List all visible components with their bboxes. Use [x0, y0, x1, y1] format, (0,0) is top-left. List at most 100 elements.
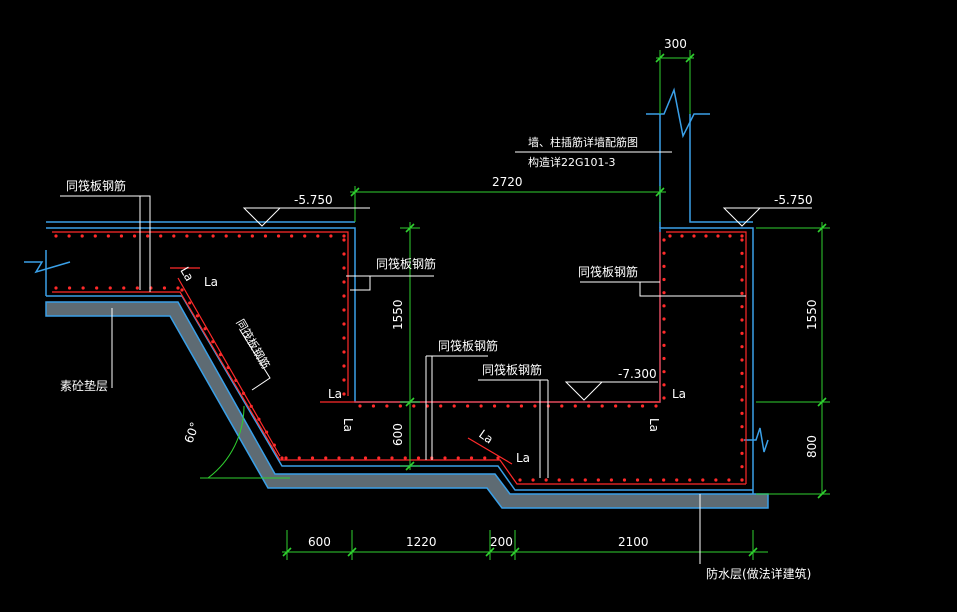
- rebar-dot: [303, 234, 307, 238]
- dimension-ticks: [282, 53, 827, 557]
- rebar-dot: [188, 301, 192, 305]
- dim-right-800: 800: [805, 435, 819, 458]
- label-cushion: 素砼垫层: [60, 378, 108, 393]
- rebar-dot: [93, 234, 97, 238]
- rebar-dot: [662, 370, 666, 374]
- rebar-dot: [185, 234, 189, 238]
- rebar-dot: [596, 478, 600, 482]
- rebar-dot: [416, 456, 421, 460]
- rebar-dot: [573, 404, 577, 408]
- label-wall-note-2: 构造详22G101-3: [528, 155, 615, 169]
- rebar-dot: [740, 478, 744, 482]
- rebar-dot: [342, 378, 346, 382]
- rebar-dot: [740, 358, 744, 362]
- rebar-dot: [337, 456, 341, 460]
- rebar-dot: [297, 456, 301, 460]
- rebar-dot: [342, 350, 346, 354]
- rebar-dot: [740, 305, 744, 309]
- rebar-dot: [280, 456, 284, 460]
- rebar-dot: [452, 404, 456, 408]
- rebar-dot: [234, 378, 238, 383]
- rebar-dot: [740, 425, 744, 429]
- rebar-dot: [740, 438, 744, 442]
- rebar-dot: [358, 404, 362, 408]
- label-rebar-right: 同筏板钢筋: [578, 264, 638, 279]
- rebar-dot: [662, 317, 666, 321]
- la-slope-2: La: [476, 427, 496, 447]
- rebar-dot: [662, 277, 666, 282]
- rebar-dot: [80, 234, 84, 238]
- rebar-dot: [226, 365, 230, 370]
- elev-right: -5.750: [774, 193, 813, 207]
- rebar-dot: [95, 286, 99, 290]
- rebar-dot: [466, 404, 470, 408]
- rebar-dot: [106, 234, 110, 238]
- rebar-dot: [662, 238, 666, 242]
- rebar-dot: [272, 443, 276, 447]
- rebar-dot: [560, 404, 564, 408]
- rebar-dot: [241, 391, 246, 395]
- rebar-dot: [342, 266, 346, 270]
- rebar-dot: [377, 456, 381, 460]
- rebar-dot: [740, 451, 744, 455]
- rebar-dot: [257, 417, 261, 421]
- rebar-dot: [276, 234, 281, 238]
- rebar-dot: [701, 478, 705, 482]
- la-4: La: [516, 451, 530, 465]
- rebar-dot: [342, 294, 346, 298]
- rebar-dot: [342, 392, 346, 396]
- rebar-dot: [54, 234, 58, 238]
- rebar-dot: [290, 234, 294, 238]
- rebar-dot: [203, 327, 207, 331]
- la-2: La: [328, 387, 342, 401]
- rebar-dot: [479, 404, 483, 408]
- rebar-dot: [740, 398, 744, 402]
- rebar-dot: [342, 336, 346, 340]
- rebar-dot: [740, 234, 744, 238]
- elev-pit: -7.300: [618, 367, 657, 381]
- rebar-dot: [412, 404, 416, 408]
- dim-300: 300: [664, 37, 687, 51]
- la-3: La: [672, 387, 686, 401]
- rebar-dot: [249, 404, 253, 408]
- rebar-dot: [237, 234, 241, 238]
- dim-2720: 2720: [492, 175, 523, 189]
- rebar-dot: [443, 456, 447, 460]
- dim-right-1550: 1550: [805, 299, 819, 330]
- rebar-dot: [492, 404, 497, 408]
- rebar-dot: [740, 345, 744, 349]
- rebar-dot: [371, 404, 376, 408]
- rebar-dot: [439, 404, 443, 408]
- rebar-dot: [469, 456, 474, 460]
- rebar-dot: [403, 456, 407, 460]
- dimension-lines: [200, 50, 830, 560]
- dim-bottom-1220: 1220: [406, 535, 437, 549]
- rebar-dot: [662, 383, 666, 387]
- label-rebar-mid-1: 同筏板钢筋: [438, 338, 498, 353]
- rebar-dot: [740, 291, 744, 295]
- dim-bottom-200: 200: [490, 535, 513, 549]
- rebar-dot: [324, 456, 328, 460]
- rebar-dots: [54, 234, 744, 482]
- rebar-dot: [67, 286, 72, 290]
- rebar-dot: [627, 404, 631, 408]
- rebar-dot: [176, 286, 180, 290]
- rebar-dot: [570, 478, 574, 482]
- label-angle: 60°: [182, 420, 202, 445]
- rebar-dot: [614, 404, 618, 408]
- rebar-dot: [198, 234, 202, 238]
- rebar-dot: [544, 478, 548, 482]
- rebar-dot: [284, 456, 288, 460]
- rebar-dot: [224, 234, 228, 238]
- rebar-lines: [52, 231, 747, 485]
- rebar-dot: [662, 251, 666, 255]
- rebar-dot: [162, 286, 167, 290]
- rebar-dot: [740, 371, 744, 375]
- rebar-dot: [648, 478, 653, 482]
- la-vert-2: La: [647, 418, 661, 432]
- rebar-dot: [519, 404, 524, 408]
- rebar-dot: [218, 353, 223, 357]
- rebar-dot: [250, 234, 254, 238]
- label-rebar-mid-2: 同筏板钢筋: [482, 362, 542, 377]
